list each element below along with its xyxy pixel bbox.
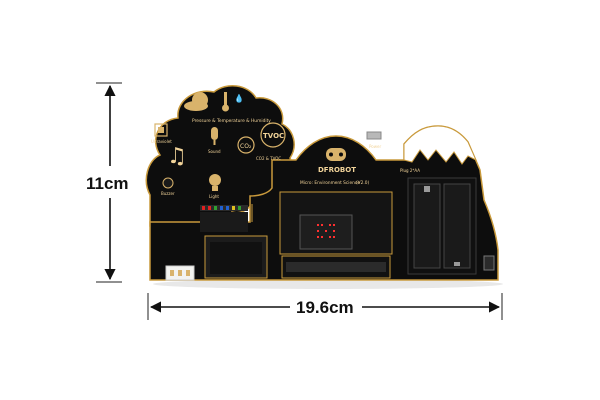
- height-dimension-line: [96, 82, 122, 283]
- product-version: (V2.0): [356, 180, 369, 186]
- ultraviolet-chip-icon: [154, 123, 168, 137]
- microbit-slot: [279, 191, 393, 279]
- sensor-header-text: Pressure & Temperature & Humidity: [192, 118, 271, 124]
- height-dimension-label: 11cm: [86, 174, 129, 193]
- light-label: Light: [209, 194, 219, 199]
- sun-cloud-icon: [184, 92, 208, 111]
- product-title: Micro: Environment Science: [300, 180, 360, 186]
- width-dimension-label: 19.6cm: [296, 298, 354, 317]
- tvoc-circle: [260, 122, 286, 148]
- co2-label: CO₂: [240, 143, 252, 150]
- power-switch: [483, 255, 495, 271]
- light-bulb-icon: [209, 174, 221, 191]
- battery-holder: [407, 177, 477, 275]
- plug-label: Plug 2*AA: [400, 168, 420, 173]
- music-note-icon: ♫: [167, 144, 187, 169]
- buzzer-label: Buzzer: [161, 191, 175, 196]
- pin-header: [200, 205, 248, 232]
- white-connector: [165, 265, 195, 281]
- svg-text:💧: 💧: [234, 93, 244, 103]
- co2-tvoc-caption: CO2 & TVOC: [256, 156, 281, 161]
- ultraviolet-label: Ultraviolet: [151, 139, 172, 144]
- microphone-icon: [211, 127, 218, 145]
- display-module: [204, 235, 268, 279]
- thermometer-icon: [222, 92, 229, 112]
- brand-logo-text: DFROBOT: [318, 166, 356, 174]
- usb-port: [366, 131, 382, 140]
- power-label: Power: [369, 144, 381, 149]
- co2-circle: [237, 136, 255, 154]
- tvoc-label: TVOC: [263, 132, 284, 140]
- sound-label: Sound: [208, 149, 221, 154]
- width-dimension-line: [147, 293, 503, 320]
- microbit-face-logo: [326, 148, 346, 161]
- buzzer-icon: [162, 177, 174, 189]
